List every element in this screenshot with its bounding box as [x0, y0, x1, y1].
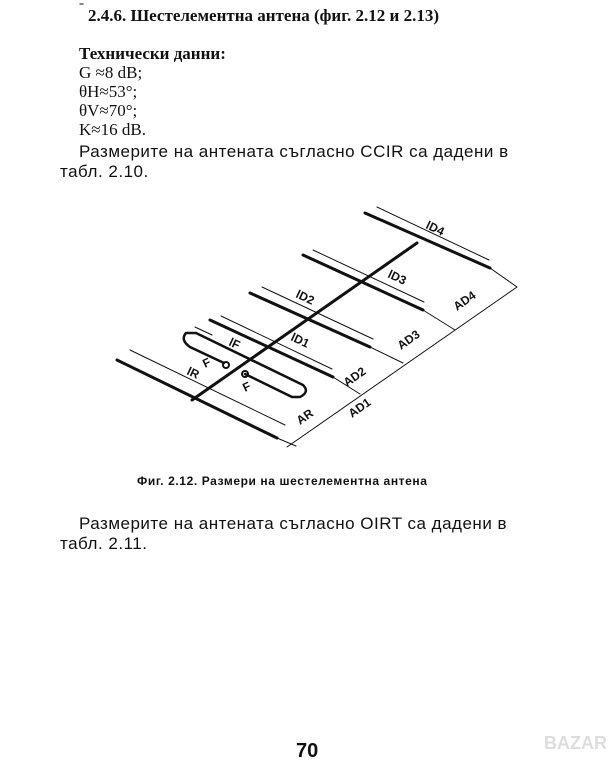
director-1 — [208, 318, 335, 379]
boom — [190, 241, 419, 402]
spec-k: K≈16 dB. — [79, 120, 146, 139]
folded-dipole — [182, 331, 308, 399]
figure-caption: Фиг. 2.12. Размери на шестелементна анте… — [137, 474, 428, 488]
label-AD3: AD3 — [395, 327, 423, 352]
label-lD3: lD3 — [386, 267, 409, 288]
label-lR: lR — [185, 364, 202, 382]
spec-theta-v: θV≈70°; — [79, 101, 138, 120]
director-2 — [248, 291, 372, 349]
label-F2: F — [240, 379, 253, 395]
director-4 — [363, 211, 492, 270]
spec-theta-h: θH≈53°; — [79, 82, 138, 101]
para2-line2: табл. 2.11. — [60, 534, 148, 553]
director-3 — [301, 253, 425, 312]
label-lD4: lD4 — [424, 218, 447, 239]
para2-line1: Размерите на антената съгласно OIRT са д… — [79, 514, 508, 533]
spec-gain: G ≈8 dB; — [79, 63, 143, 82]
scan-mark: ¯ — [78, 2, 85, 18]
para1-line2: табл. 2.10. — [60, 162, 149, 181]
specs-title: Технически данни: — [79, 44, 226, 63]
watermark-logo: BAZAR — [544, 733, 607, 753]
a-dimension-line — [286, 286, 518, 448]
label-AD2: AD2 — [341, 364, 369, 389]
label-AR: AR — [294, 406, 317, 428]
section-heading: 2.4.6. Шестелементна антена (фиг. 2.12 и… — [88, 6, 439, 25]
label-AD1: AD1 — [346, 395, 374, 420]
page-number: 70 — [296, 740, 319, 762]
para1-line1: Размерите на антената съгласно CCIR са д… — [79, 142, 509, 161]
label-AD4: AD4 — [451, 288, 479, 313]
label-lD1: lD1 — [289, 330, 312, 351]
reflector — [115, 358, 279, 440]
label-lD2: lD2 — [294, 287, 317, 308]
